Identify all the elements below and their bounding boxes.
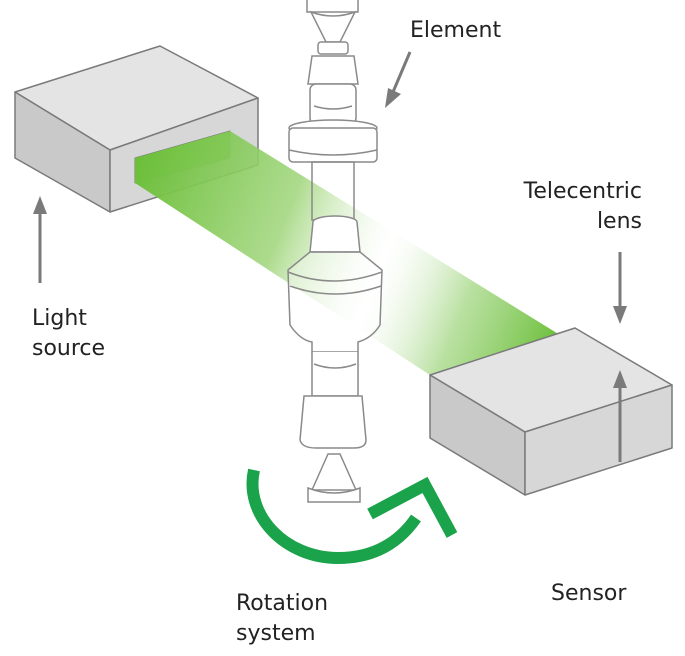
light-beam xyxy=(135,131,560,375)
rotation-arrow xyxy=(246,468,458,565)
light-source-pointer-arrow xyxy=(33,196,47,283)
element-label: Element xyxy=(410,18,502,43)
telecentric-lens-label: Telecentric lens xyxy=(500,177,642,237)
pointer-arrows xyxy=(33,51,627,462)
light-source-label-line-2: source xyxy=(32,336,106,361)
rotation-system-label-line-1: Rotation xyxy=(236,591,329,616)
telecentric-lens-label-line-1: Telecentric xyxy=(523,179,642,204)
sensor-box xyxy=(429,327,673,496)
light-source-label: Light source xyxy=(32,304,105,364)
sensor-label: Sensor xyxy=(551,581,627,606)
sensor-pointer-arrow xyxy=(613,370,627,462)
sample-element xyxy=(287,0,383,503)
rotation-system-label-line-2: system xyxy=(236,621,316,646)
light-source-label-line-1: Light xyxy=(32,306,87,331)
telecentric-lens-label-line-2: lens xyxy=(596,209,642,234)
lens-pointer-arrow xyxy=(613,252,627,324)
element-pointer-arrow xyxy=(385,51,412,108)
rotation-system-label: Rotation system xyxy=(236,589,328,649)
